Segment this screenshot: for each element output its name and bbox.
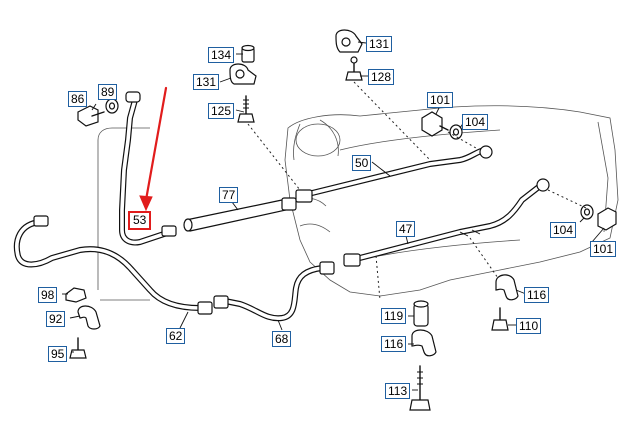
part-101-bolt-lower — [597, 207, 617, 231]
callout-104-lower[interactable]: 104 — [550, 222, 577, 238]
part-104-washer-lower — [580, 204, 594, 220]
callout-104-upper[interactable]: 104 — [462, 114, 489, 130]
part-116-clamp-lower — [411, 329, 437, 357]
hose-77 — [183, 197, 297, 232]
part-128-screw — [345, 56, 363, 81]
callout-62[interactable]: 62 — [166, 328, 186, 344]
callout-131-left[interactable]: 131 — [193, 74, 220, 90]
part-134-spacer — [241, 44, 255, 63]
part-86-bolt — [77, 105, 105, 127]
callout-53-highlighted[interactable]: 53 — [128, 211, 152, 230]
assembly-guides — [247, 81, 587, 301]
callout-131-right[interactable]: 131 — [366, 36, 393, 52]
callout-101-lower[interactable]: 101 — [590, 241, 617, 257]
part-95-screw — [69, 337, 87, 359]
part-104-washer-upper — [449, 124, 463, 140]
pipe-68 — [213, 261, 335, 322]
callout-77[interactable]: 77 — [219, 187, 239, 203]
callout-50[interactable]: 50 — [352, 155, 372, 171]
callout-92[interactable]: 92 — [46, 311, 66, 327]
callout-116-lower[interactable]: 116 — [381, 336, 407, 352]
pipe-53 — [119, 91, 177, 246]
callout-98[interactable]: 98 — [38, 287, 58, 303]
callout-86[interactable]: 86 — [68, 91, 88, 107]
callout-95[interactable]: 95 — [48, 346, 68, 362]
callout-68[interactable]: 68 — [272, 331, 292, 347]
tank-outline — [97, 127, 150, 301]
part-113-bolt — [409, 365, 431, 411]
pipe-50 — [295, 145, 493, 203]
callout-47[interactable]: 47 — [396, 221, 416, 237]
part-101-bolt-upper — [421, 111, 449, 137]
callout-89[interactable]: 89 — [98, 84, 118, 100]
callout-101-upper[interactable]: 101 — [427, 92, 454, 108]
part-92-clamp — [77, 305, 101, 330]
pipe-62 — [13, 215, 213, 315]
part-116-clamp-upper — [495, 274, 519, 301]
callout-134[interactable]: 134 — [208, 47, 235, 63]
callout-128[interactable]: 128 — [368, 69, 395, 85]
callout-116-upper[interactable]: 116 — [524, 287, 550, 303]
callout-110[interactable]: 110 — [516, 318, 542, 334]
part-131-clip-right — [335, 29, 363, 53]
part-89-washer — [105, 98, 119, 114]
callout-125[interactable]: 125 — [208, 103, 235, 119]
part-119-spacer — [413, 300, 429, 327]
part-98-nut — [65, 287, 87, 303]
callout-119[interactable]: 119 — [381, 308, 407, 324]
part-131-clip-left — [229, 63, 257, 85]
part-110-screw — [491, 307, 509, 331]
pipe-47 — [343, 178, 550, 267]
highlight-arrow — [139, 86, 168, 212]
callout-113[interactable]: 113 — [385, 383, 411, 399]
part-125-bolt — [237, 95, 255, 123]
